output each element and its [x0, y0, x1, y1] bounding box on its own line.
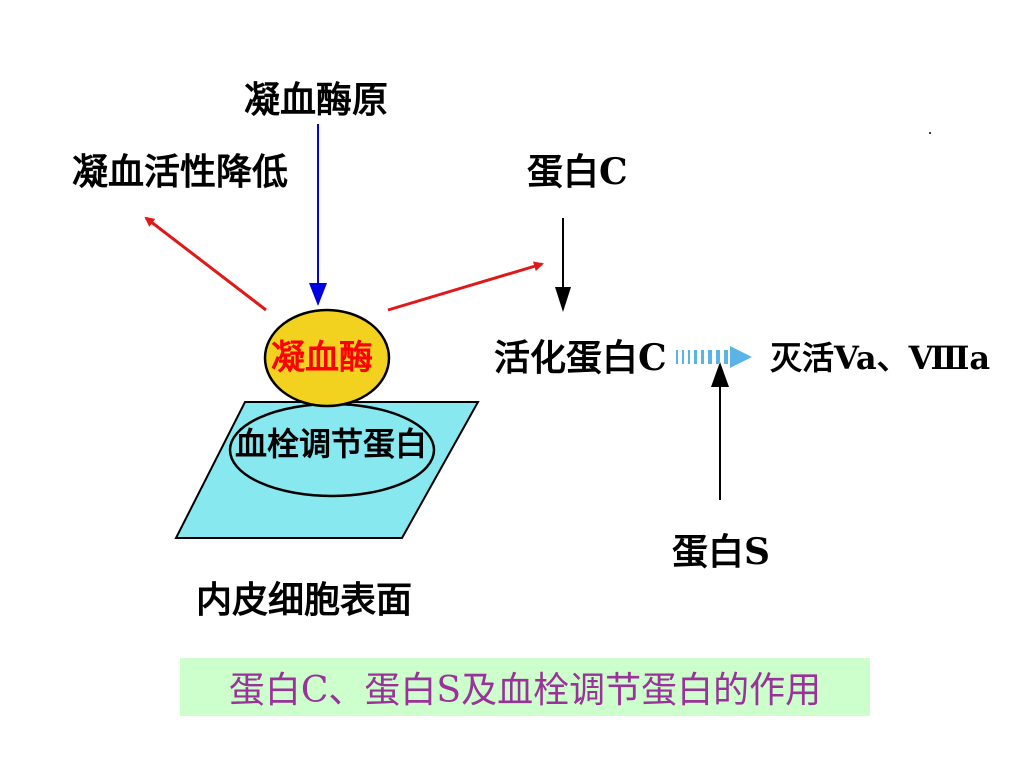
- stray-dot: [929, 132, 931, 134]
- reduced-activity-arrow: [144, 216, 267, 312]
- prothrombin-arrow-head: [309, 283, 327, 306]
- inactivate-label: 灭活Va、Ⅷa: [770, 339, 991, 377]
- activated-protein-c-label: 活化蛋白C: [494, 337, 667, 379]
- reduced-activity-label: 凝血活性降低: [72, 151, 289, 193]
- activation-arrow: [387, 261, 544, 312]
- inactivation-dashed-arrow: [676, 346, 752, 368]
- caption-text: 蛋白C、蛋白S及血栓调节蛋白的作用: [228, 670, 822, 711]
- prothrombin-label: 凝血酶原: [244, 79, 389, 121]
- thrombin-ellipse: [263, 308, 391, 408]
- protein-s-label: 蛋白S: [672, 531, 770, 573]
- endothelial-cell-surface-shape: [174, 401, 480, 539]
- protein-s-arrow-head: [711, 362, 729, 387]
- caption-box: 蛋白C、蛋白S及血栓调节蛋白的作用: [180, 658, 870, 716]
- endothelial-surface-label: 内皮细胞表面: [196, 579, 413, 621]
- protein-c-arrow-head: [555, 287, 571, 312]
- thrombomodulin-label: 血栓调节蛋白: [235, 425, 428, 463]
- protein-c-label: 蛋白C: [527, 151, 628, 193]
- thrombin-label: 凝血酶: [271, 338, 373, 378]
